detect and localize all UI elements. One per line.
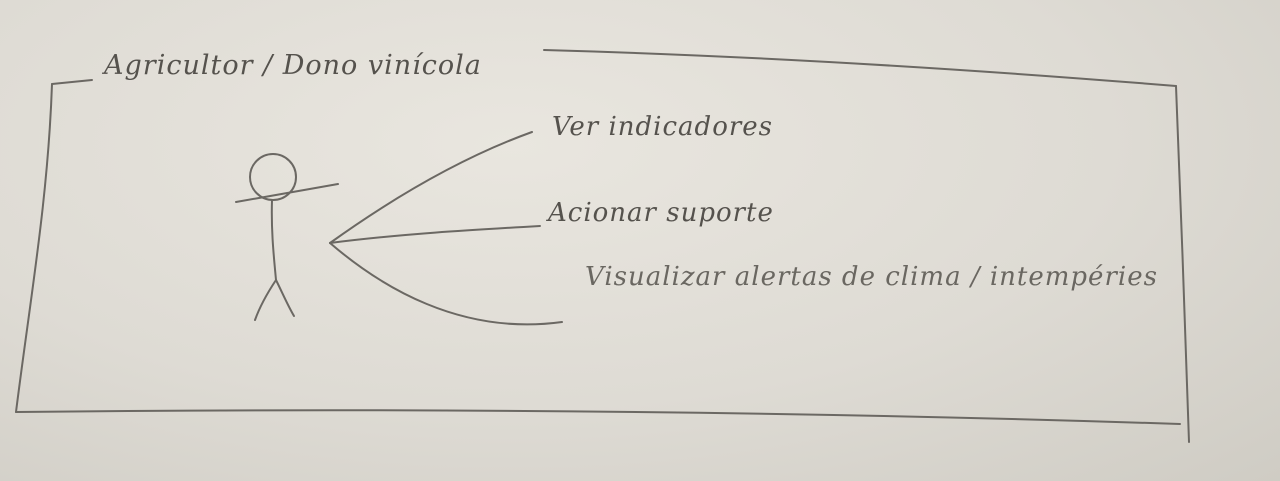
system-boundary-bottom xyxy=(15,409,1181,425)
actor-left-leg xyxy=(254,279,277,321)
use-case-visualizar-alertas: Visualizar alertas de clima / intempérie… xyxy=(585,262,1158,292)
association-acionar-suporte xyxy=(329,225,541,244)
actor-body xyxy=(270,199,277,281)
system-boundary-top-left xyxy=(51,79,93,85)
system-boundary-top-right xyxy=(543,49,1177,87)
association-visualizar-alertas xyxy=(329,242,563,326)
actor-arms xyxy=(235,183,339,203)
system-boundary-left xyxy=(15,83,53,413)
system-boundary-right xyxy=(1175,85,1190,443)
actor-right-leg xyxy=(275,279,295,317)
actor-stick-figure xyxy=(235,153,339,321)
association-ver-indicadores xyxy=(329,131,533,244)
system-title: Agricultor / Dono vinícola xyxy=(104,50,482,81)
use-case-ver-indicadores: Ver indicadores xyxy=(552,112,774,142)
use-case-acionar-suporte: Acionar suporte xyxy=(548,198,774,228)
